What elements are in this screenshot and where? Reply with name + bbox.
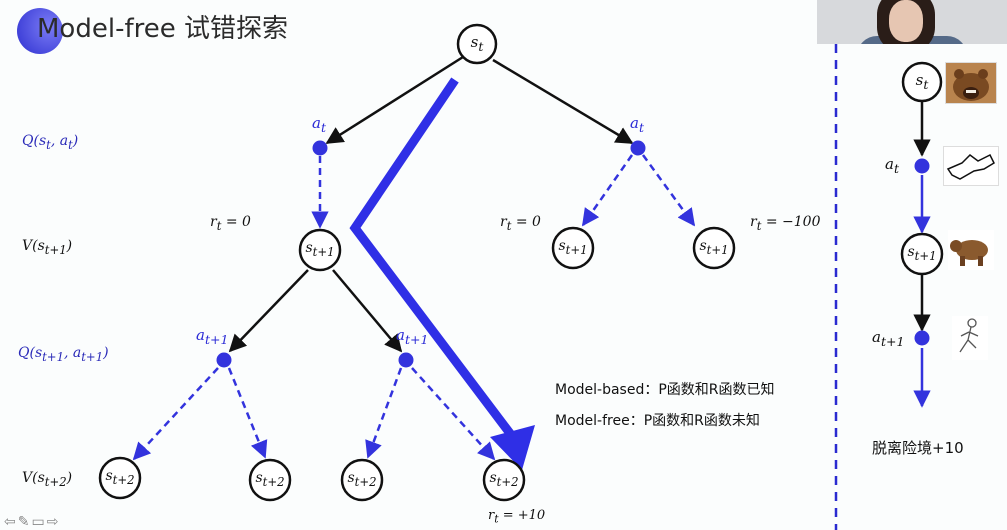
edge-action-right-state-1 bbox=[581, 154, 634, 227]
reward-right: rt = −100 bbox=[750, 214, 821, 233]
side-caption: 脱离险境+10 bbox=[872, 439, 964, 457]
edge-action-right-state-2 bbox=[641, 154, 696, 227]
side-state-label-2: st+1 bbox=[907, 244, 937, 263]
bear-walking-photo-icon bbox=[948, 230, 994, 270]
exploration-path bbox=[349, 77, 519, 443]
side-action-dot-2 bbox=[914, 330, 930, 346]
reward-leaf: rt = +10 bbox=[488, 508, 546, 526]
slide-title: Model-free 试错探索 bbox=[17, 8, 288, 54]
leaf-node-3 bbox=[340, 458, 384, 502]
leaf-node-2 bbox=[248, 458, 292, 502]
reward-mid: rt = 0 bbox=[500, 214, 541, 233]
action-dot-right bbox=[630, 140, 646, 156]
sneaking-figure-icon bbox=[943, 146, 999, 186]
state-right-label-1: st+1 bbox=[558, 238, 588, 257]
state-right-label-2: st+1 bbox=[699, 238, 729, 257]
edge-action-1-leaf-1 bbox=[132, 367, 219, 461]
label-v-st1: V(st+1) bbox=[22, 238, 73, 257]
note-model-free: Model-free：P函数和R函数未知 bbox=[555, 413, 760, 429]
label-q-st-at: Q(st, at) bbox=[22, 133, 79, 152]
webcam-feed bbox=[817, 0, 1007, 44]
reward-left: rt = 0 bbox=[210, 214, 251, 233]
note-model-based: Model-based：P函数和R函数已知 bbox=[555, 382, 775, 398]
root-label: st bbox=[470, 33, 484, 54]
title-bullet-icon bbox=[17, 8, 63, 54]
label-q-st1-at1: Q(st+1, at+1) bbox=[18, 345, 109, 364]
title-text: Model-free 试错探索 bbox=[37, 14, 288, 44]
prev-arrow-icon[interactable]: ⇦ bbox=[4, 513, 18, 529]
leaf-node-1 bbox=[98, 456, 142, 500]
side-state-node-1 bbox=[901, 61, 943, 103]
bear-roaring-photo-icon bbox=[945, 62, 997, 104]
action-dot-mid-1 bbox=[216, 352, 232, 368]
state-right-node-1 bbox=[551, 226, 595, 270]
edge-action-2-leaf-4 bbox=[411, 367, 496, 461]
exploration-arrowhead bbox=[490, 425, 535, 470]
action-mid-2-label: at+1 bbox=[396, 326, 429, 347]
leaf-label-4: st+2 bbox=[489, 470, 519, 489]
leaf-label-1: st+2 bbox=[105, 468, 135, 487]
edge-state-mid-action-2 bbox=[332, 269, 403, 353]
edge-action-2-leaf-3 bbox=[365, 367, 403, 459]
side-action-dot-1 bbox=[914, 158, 930, 174]
side-action-label-2: at+1 bbox=[872, 328, 905, 349]
state-mid-label: st+1 bbox=[305, 240, 335, 259]
label-v-st2: V(st+2) bbox=[22, 470, 73, 489]
side-action-label-1: at bbox=[885, 155, 899, 176]
edge-state-mid-action-1 bbox=[228, 269, 309, 353]
slides-icon[interactable]: ▭ bbox=[31, 513, 47, 529]
side-state-label-1: st bbox=[915, 71, 929, 92]
root-node bbox=[456, 23, 498, 65]
leaf-label-2: st+2 bbox=[255, 470, 285, 489]
edge-action-1-leaf-2 bbox=[227, 367, 268, 459]
pen-icon[interactable]: ✎ bbox=[17, 513, 32, 529]
slide-toolbar[interactable]: ⇦✎▭⇨ bbox=[4, 513, 60, 530]
leaf-node-4 bbox=[482, 458, 526, 502]
action-left-label: at bbox=[312, 114, 326, 135]
edge-root-action-right bbox=[492, 58, 634, 145]
edge-root-action-left bbox=[325, 55, 464, 145]
action-dot-mid-2 bbox=[398, 352, 414, 368]
next-arrow-icon[interactable]: ⇨ bbox=[46, 513, 61, 529]
state-right-node-2 bbox=[692, 226, 736, 270]
side-state-node-2 bbox=[900, 232, 944, 276]
action-dot-left bbox=[312, 140, 328, 156]
state-mid-node bbox=[298, 228, 342, 272]
action-right-label: at bbox=[630, 114, 644, 135]
leaf-label-3: st+2 bbox=[347, 470, 377, 489]
action-mid-1-label: at+1 bbox=[196, 326, 229, 347]
running-man-icon bbox=[952, 316, 988, 360]
